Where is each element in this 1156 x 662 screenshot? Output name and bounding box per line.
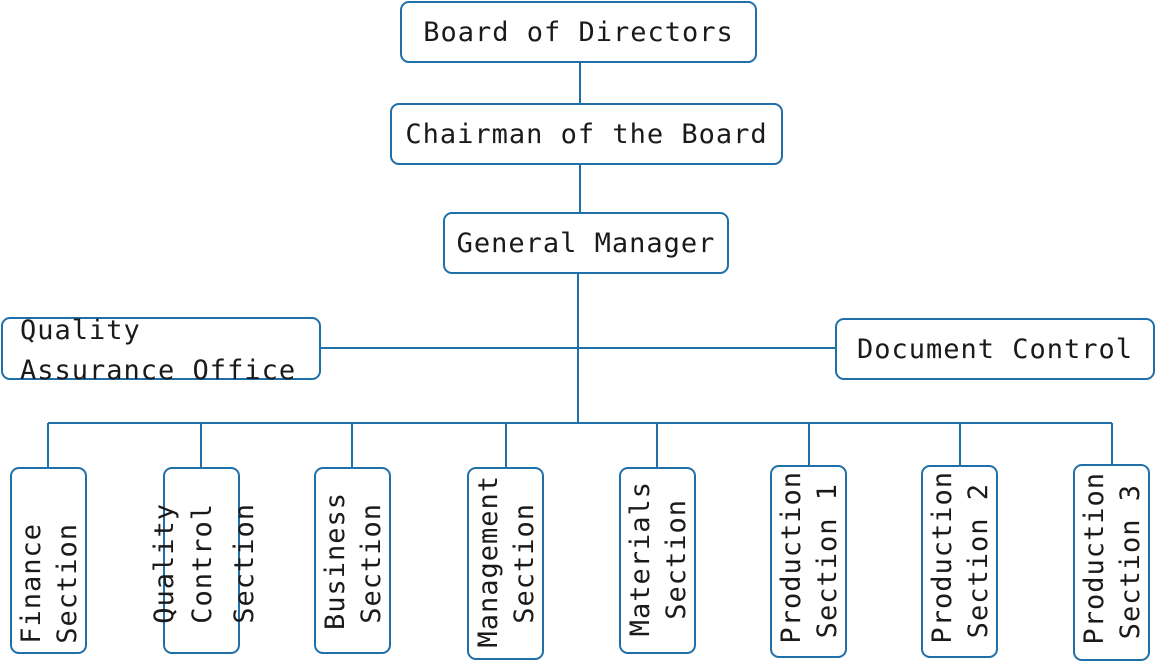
finance-section-box: Finance Section [10, 467, 87, 654]
management-section-line1: Management [473, 475, 504, 648]
quality-control-section-line2: Control [187, 503, 218, 624]
production-section-3-box: Production Section 3 [1073, 464, 1150, 661]
finance-section-line2: Section [52, 523, 83, 644]
production-section-1-line2: Section 1 [812, 482, 843, 638]
quality-assurance-office-box: Quality Assurance Office [1, 315, 321, 386]
quality-assurance-line1: Quality [20, 315, 141, 346]
production-section-1-box: Production Section 1 [770, 465, 847, 658]
materials-section-line1: Materials [625, 480, 656, 636]
production-section-1-line1: Production [776, 471, 807, 644]
finance-section-line1: Finance [16, 523, 47, 644]
business-section-box: Business Section [314, 467, 391, 654]
materials-section-line2: Section [661, 499, 692, 620]
general-manager-box: General Manager [443, 212, 729, 274]
production-section-2-line1: Production [927, 471, 958, 644]
board-of-directors-box: Board of Directors [400, 1, 757, 63]
document-control-label: Document Control [856, 333, 1134, 365]
general-manager-label: General Manager [456, 227, 716, 259]
business-section-line2: Section [356, 503, 387, 624]
production-section-3-line1: Production [1079, 472, 1110, 645]
quality-control-section-line3: Section [229, 503, 260, 624]
quality-control-section-box: Quality Control Section [149, 467, 260, 654]
management-section-line2: Section [509, 503, 540, 624]
document-control-box: Document Control [835, 318, 1155, 380]
quality-control-section-line1: Quality [149, 503, 180, 624]
management-section-box: Management Section [467, 467, 544, 660]
production-section-2-line2: Section 2 [963, 482, 994, 638]
chairman-label: Chairman of the Board [405, 118, 768, 150]
chairman-box: Chairman of the Board [390, 103, 783, 165]
quality-assurance-line2: Assurance Office [20, 355, 297, 386]
business-section-line1: Business [320, 491, 351, 630]
materials-section-box: Materials Section [619, 467, 696, 654]
production-section-2-box: Production Section 2 [921, 465, 998, 658]
board-of-directors-label: Board of Directors [423, 16, 734, 48]
production-section-3-line2: Section 3 [1115, 483, 1146, 639]
